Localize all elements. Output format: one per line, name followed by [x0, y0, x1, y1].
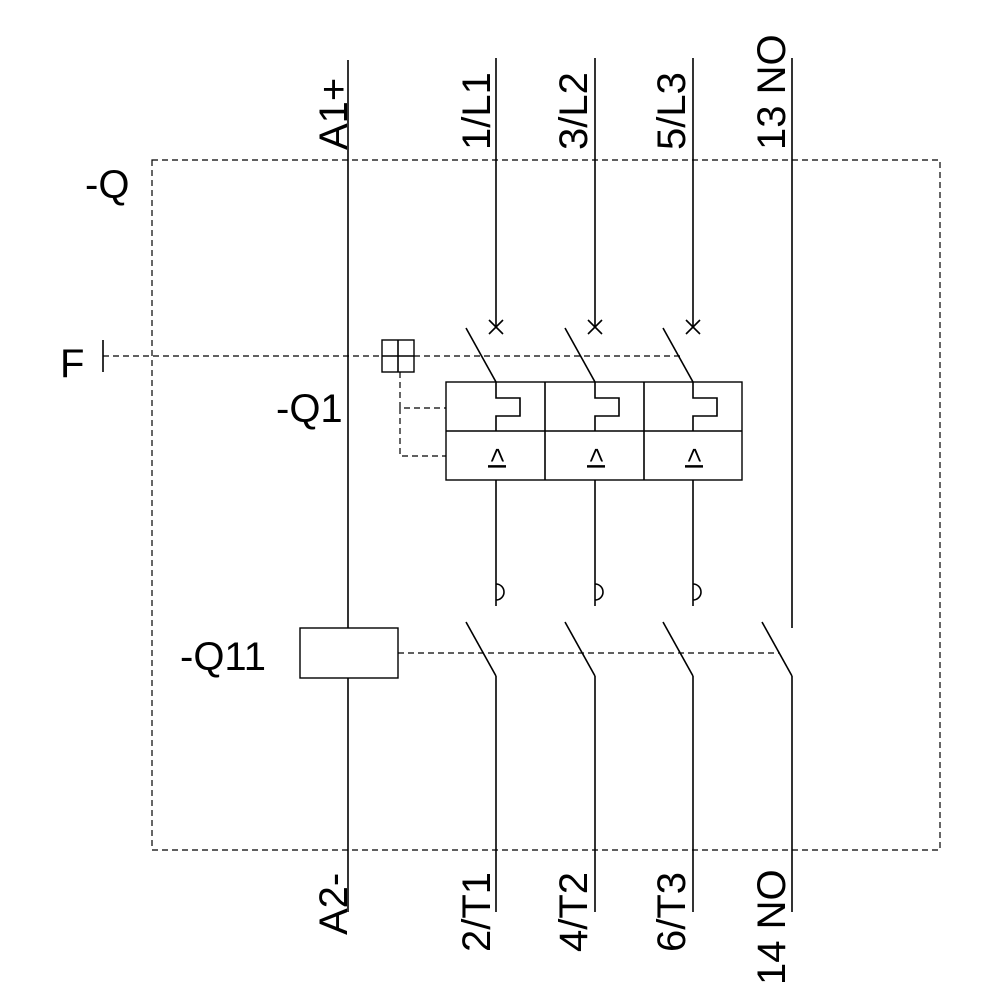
breaker-label: -Q1 [276, 387, 343, 431]
auxiliary-contact [761, 58, 793, 912]
phase-2: I> [564, 58, 620, 912]
terminal-l3: 5/L3 [650, 72, 694, 150]
contactor-coil [299, 627, 399, 679]
overcurrent-symbol-1: I> [482, 448, 512, 470]
phase-3: I> [662, 58, 718, 912]
terminal-a1: A1+ [312, 78, 356, 150]
terminal-13no: 13 NO [750, 34, 794, 150]
phase-1: I> [465, 58, 521, 912]
device-enclosure [151, 159, 941, 851]
handle-label: F [60, 342, 84, 386]
contactor-label: -Q11 [180, 635, 266, 679]
terminal-l1: 1/L1 [455, 72, 499, 150]
terminal-a2: A2- [312, 873, 356, 935]
terminal-l2: 3/L2 [552, 72, 596, 150]
overcurrent-symbol-2: I> [581, 448, 611, 470]
overcurrent-symbol-3: I> [679, 448, 709, 470]
terminal-t1: 2/T1 [455, 872, 499, 952]
device-label: -Q [85, 163, 129, 207]
coil-circuit [299, 60, 399, 912]
terminal-14no: 14 NO [750, 869, 794, 985]
terminal-t2: 4/T2 [552, 872, 596, 952]
terminal-t3: 6/T3 [650, 872, 694, 952]
handle-linkage [102, 339, 684, 457]
